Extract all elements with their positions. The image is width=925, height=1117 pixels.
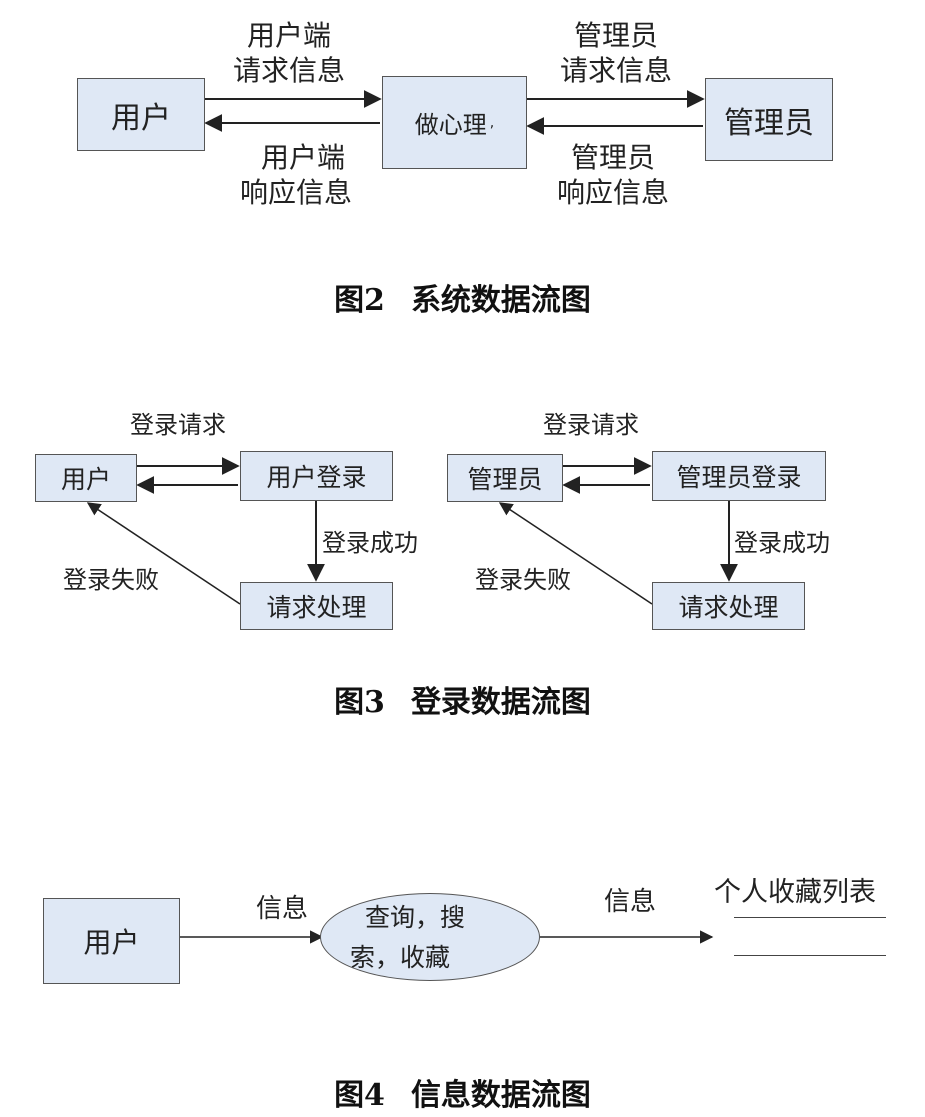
fig2-user-label: 用户 [111,100,171,136]
fig2-user-response-line1: 用户端 [261,141,346,174]
fig4-caption-text: 信息数据流图 [410,1078,591,1113]
fig3-left-actor-box: 用户 [35,454,137,502]
fig3-right-login-label: 管理员登录 [676,463,802,492]
fig3-right-fail-arrow [498,502,653,605]
fig3-right-fail-label: 登录失败 [475,566,571,594]
fig2-admin-response-line2: 响应信息 [557,176,670,209]
fig3-caption-text: 登录数据流图 [410,685,591,720]
fig2-user-request-line1: 用户端 [247,19,332,52]
fig2-admin-response-line1: 管理员 [571,141,656,174]
fig3-left-fail-label: 登录失败 [63,566,159,594]
fig2-user-response-line2: 响应信息 [240,176,353,209]
fig3-left-login-label: 用户登录 [266,463,367,492]
fig3-left-process-box: 请求处理 [240,582,393,630]
fig2-user-box: 用户 [77,78,205,151]
fig2-center-mark: , [489,114,495,131]
fig3-right-actor-box: 管理员 [447,454,563,502]
fig4-caption: 图4 信息数据流图 [0,1070,925,1114]
fig4-store-label: 个人收藏列表 [714,877,876,908]
fig2-caption: 图2 系统数据流图 [0,275,925,319]
fig4-out-label: 信息 [604,887,657,917]
fig4-process-line2: 索，收藏 [350,943,451,972]
fig4-store-bottom-line [734,955,886,956]
fig4-process-line1: 查询，搜 [365,903,466,932]
fig2-user-request-line2: 请求信息 [233,54,346,87]
fig4-in-label: 信息 [256,894,309,924]
fig3-caption-number: 图3 [334,685,385,720]
fig2-admin-request-label: 管理员 请求信息 [560,18,672,88]
fig4-user-box: 用户 [43,898,180,984]
fig3-left-request-label: 登录请求 [130,411,226,439]
fig4-process-ellipse [320,893,540,981]
fig2-user-request-label: 用户端 请求信息 [233,18,345,88]
fig3-left-fail-arrow [86,502,241,605]
fig2-admin-response-label: 管理员 响应信息 [557,140,669,210]
fig2-admin-request-line1: 管理员 [574,19,659,52]
fig3-caption: 图3 登录数据流图 [0,677,925,721]
fig3-left-process-label: 请求处理 [266,593,367,622]
fig2-caption-text: 系统数据流图 [410,283,591,318]
fig4-store-top-line [734,917,886,918]
fig2-admin-request-line2: 请求信息 [560,54,673,87]
fig3-right-success-label: 登录成功 [734,529,830,557]
fig2-center-label: 做心理 [414,111,487,139]
fig2-center-box: 做心理, [382,76,527,169]
fig4-caption-number: 图4 [334,1078,385,1113]
fig2-caption-number: 图2 [334,283,385,318]
fig3-left-login-box: 用户登录 [240,451,393,501]
fig3-right-actor-label: 管理员 [467,465,543,494]
fig3-left-actor-label: 用户 [60,465,111,494]
fig3-right-process-label: 请求处理 [678,593,779,622]
fig2-admin-box: 管理员 [705,78,833,161]
fig3-left-success-label: 登录成功 [322,529,418,557]
fig2-user-response-label: 用户端 响应信息 [240,140,352,210]
fig2-admin-label: 管理员 [724,105,814,141]
fig3-right-process-box: 请求处理 [652,582,805,630]
fig3-right-request-label: 登录请求 [543,411,639,439]
fig3-right-login-box: 管理员登录 [652,451,826,501]
fig4-user-label: 用户 [83,926,140,959]
